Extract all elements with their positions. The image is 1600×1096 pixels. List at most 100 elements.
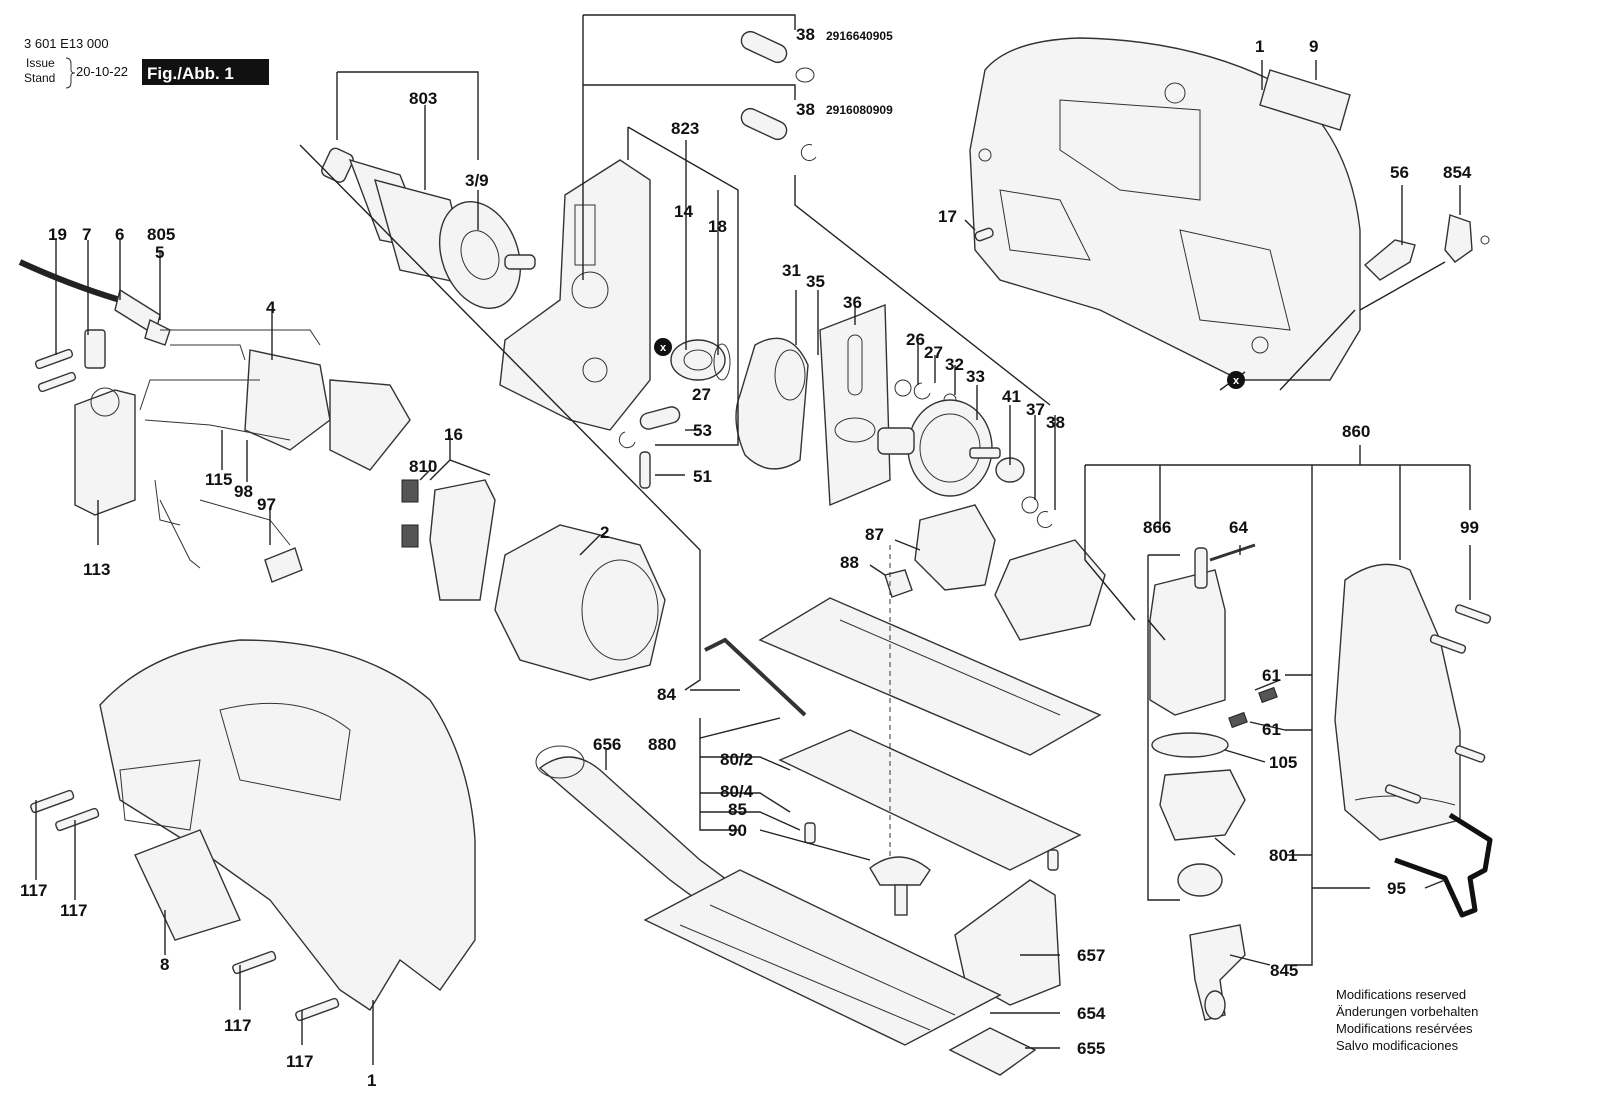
callout-61-a: 61 — [1262, 666, 1281, 685]
callout-2: 2 — [600, 523, 609, 542]
callout-803: 803 — [409, 89, 437, 108]
callout-866: 866 — [1143, 518, 1171, 537]
callout-36: 36 — [843, 293, 862, 312]
x-marker-right: x — [1227, 371, 1245, 389]
housing-half-top — [969, 37, 1361, 381]
callout-38-c: 38 — [1046, 413, 1065, 432]
guide-plate-36 — [819, 303, 891, 507]
bearing-41-37-38 — [995, 457, 1053, 528]
svg-text:x: x — [1233, 375, 1240, 387]
callout-805: 805 — [147, 225, 175, 244]
roller-845 — [1189, 924, 1246, 1021]
callout-5: 5 — [155, 243, 164, 262]
callout-4: 4 — [266, 298, 276, 317]
callout-117-c: 117 — [224, 1016, 251, 1035]
modifications-note: Modifications reserved Änderungen vorbeh… — [1336, 987, 1478, 1053]
callout-117-b: 117 — [60, 901, 87, 920]
bearing-14-18 — [670, 339, 731, 381]
callout-854: 854 — [1443, 163, 1472, 182]
nut-88 — [884, 569, 913, 598]
callout-37: 37 — [1026, 400, 1045, 419]
callout-53: 53 — [693, 421, 712, 440]
pins-38 — [740, 30, 817, 161]
callout-823: 823 — [671, 119, 699, 138]
plunger-866 — [1149, 543, 1256, 716]
callout-41: 41 — [1002, 387, 1021, 406]
callout-19: 19 — [48, 225, 67, 244]
housing-half-bottom — [99, 639, 476, 1011]
plate-655 — [948, 1027, 1037, 1076]
callout-90: 90 — [728, 821, 747, 840]
pin-53 — [618, 406, 681, 449]
callout-98: 98 — [234, 482, 253, 501]
plug-97 — [264, 547, 303, 583]
callout-95: 95 — [1387, 879, 1406, 898]
callout-6: 6 — [115, 225, 124, 244]
callout-38-a: 38 — [796, 25, 815, 44]
callout-51: 51 — [693, 467, 712, 486]
cover-99 — [1334, 563, 1461, 841]
note-line-1: Modifications reserved — [1336, 987, 1466, 1002]
callout-801: 801 — [1269, 846, 1297, 865]
callout-87: 87 — [865, 525, 884, 544]
label-sticker-9 — [1259, 69, 1351, 131]
callout-657: 657 — [1077, 946, 1105, 965]
callout-810: 810 — [409, 457, 437, 476]
x-marker-left: x — [654, 338, 672, 356]
armature-803 — [321, 147, 536, 309]
brushes-810 — [401, 479, 419, 548]
callout-97: 97 — [257, 495, 276, 514]
part-number-38-b: 2916080909 — [826, 103, 893, 117]
callout-80-2: 80/2 — [720, 750, 753, 769]
lever-801 — [1159, 769, 1246, 841]
screw-85-90 — [804, 822, 1059, 916]
ring-105 — [1151, 732, 1229, 758]
brush-holder-16 — [429, 479, 496, 601]
callout-99: 99 — [1460, 518, 1479, 537]
callout-61-b: 61 — [1262, 720, 1281, 739]
cord-clamp-7 — [84, 329, 106, 369]
leader-lines — [35, 14, 1471, 1065]
callout-115: 115 — [205, 470, 232, 489]
knob-lower — [1177, 863, 1223, 897]
callout-654: 654 — [1077, 1004, 1106, 1023]
figure-label: Fig./Abb. 1 — [147, 64, 234, 83]
callout-1-top: 1 — [1255, 37, 1264, 56]
power-cord-6 — [18, 259, 171, 346]
callout-18: 18 — [708, 217, 727, 236]
gasket-31-35 — [735, 337, 809, 470]
callout-16: 16 — [444, 425, 463, 444]
callout-38-b: 38 — [796, 100, 815, 119]
roller-bracket — [994, 539, 1106, 641]
callout-845: 845 — [1270, 961, 1298, 980]
callout-27-a: 27 — [692, 385, 711, 404]
screws-99 — [1384, 604, 1492, 804]
gear-33 — [877, 399, 1001, 497]
note-line-4: Salvo modificaciones — [1336, 1038, 1459, 1053]
doc-header: 3 601 E13 000 Issue Stand 20-10-22 Fig./… — [24, 36, 269, 89]
callout-26: 26 — [906, 330, 925, 349]
switch-lever-56 — [1363, 239, 1416, 281]
svg-text:x: x — [660, 342, 667, 354]
pin-17 — [974, 227, 994, 242]
callout-860: 860 — [1342, 422, 1370, 441]
stator-2 — [494, 524, 666, 681]
switch-knob-854 — [1444, 214, 1490, 263]
callout-14: 14 — [674, 202, 693, 221]
callout-56: 56 — [1390, 163, 1409, 182]
callout-17: 17 — [938, 207, 957, 226]
callout-105: 105 — [1269, 753, 1297, 772]
callout-880: 880 — [648, 735, 676, 754]
callout-655: 655 — [1077, 1039, 1105, 1058]
note-line-3: Modifications resérvées — [1336, 1021, 1473, 1036]
callout-88: 88 — [840, 553, 859, 572]
wire-bracket-95 — [1394, 812, 1493, 918]
doc-number: 3 601 E13 000 — [24, 36, 109, 51]
callout-9: 9 — [1309, 37, 1318, 56]
issue-brace — [65, 57, 76, 89]
screws-117 — [30, 789, 340, 1022]
callout-1-bottom: 1 — [367, 1071, 376, 1090]
callout-7: 7 — [82, 225, 91, 244]
part-number-38-a: 2916640905 — [826, 29, 893, 43]
note-line-2: Änderungen vorbehalten — [1336, 1004, 1478, 1019]
